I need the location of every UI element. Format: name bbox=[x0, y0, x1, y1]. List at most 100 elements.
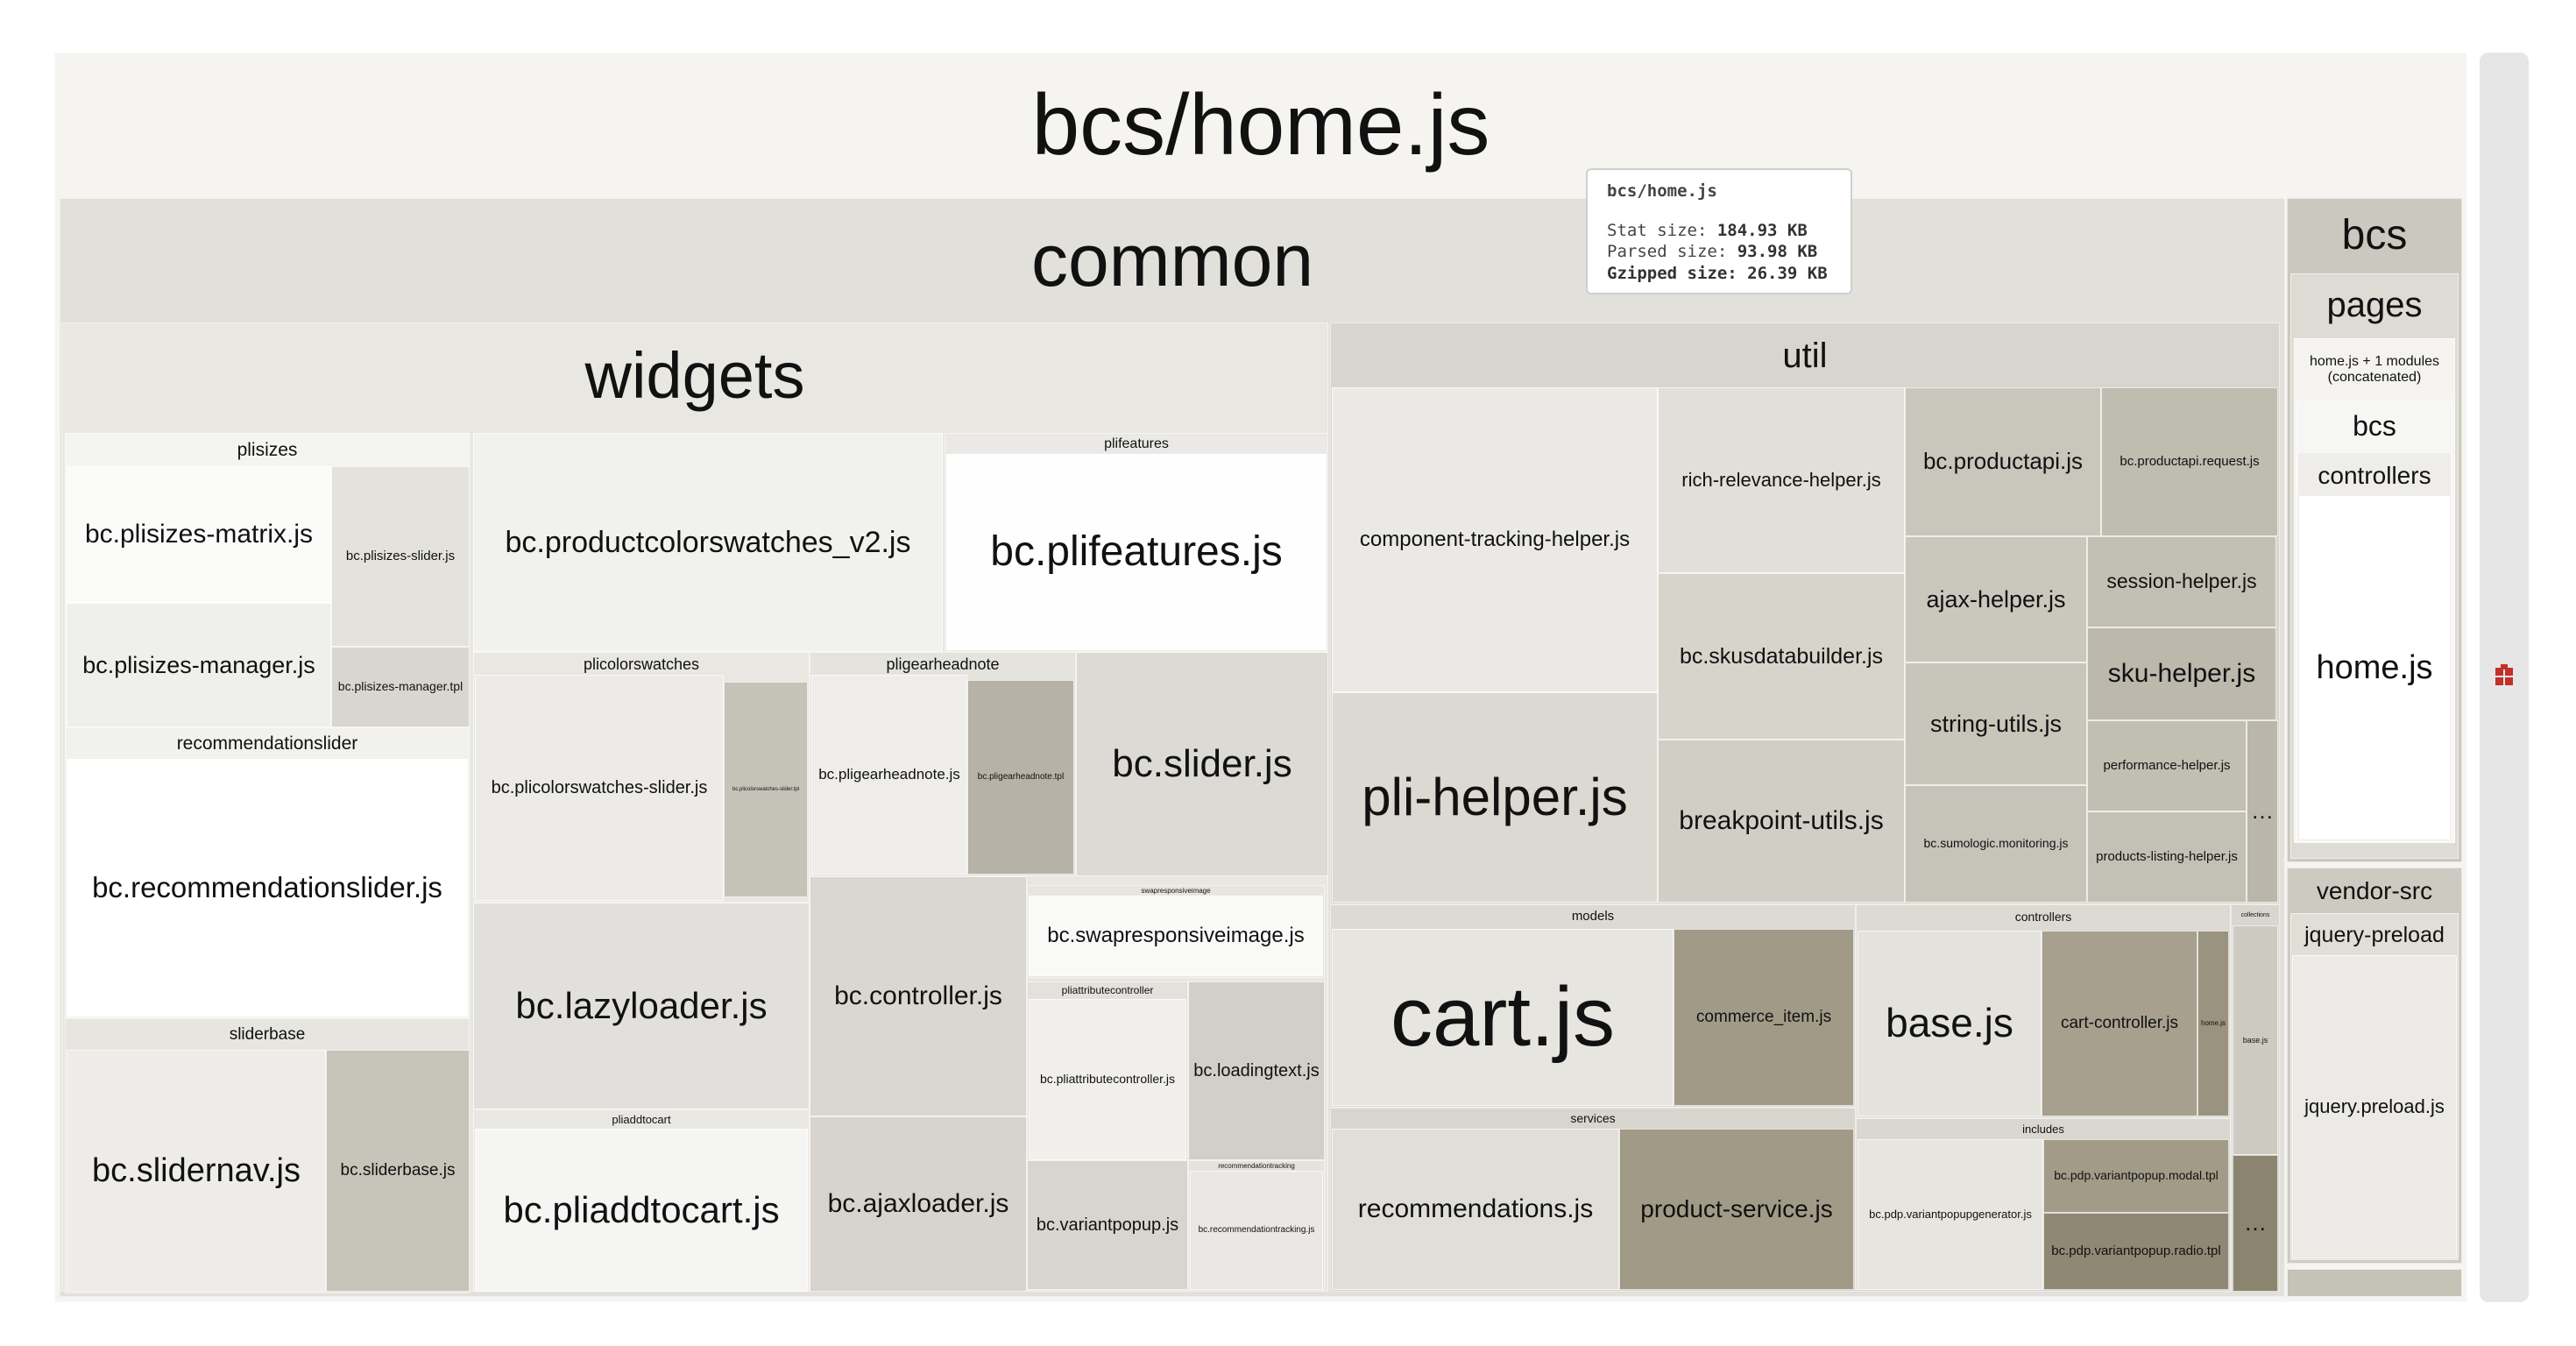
module-label: string-utils.js bbox=[1929, 710, 2063, 737]
treemap-module-pli-helper-js[interactable]: pli-helper.js bbox=[1332, 692, 1658, 903]
treemap-module-performance-helper-js[interactable]: performance-helper.js bbox=[2087, 720, 2247, 811]
treemap-module-bc-sumologic-monitoring-js[interactable]: bc.sumologic.monitoring.js bbox=[1905, 785, 2087, 903]
treemap-group-label: home.js + 1 modules (concatenated) bbox=[2309, 354, 2440, 385]
module-label: breakpoint-utils.js bbox=[1679, 806, 1884, 836]
treemap-module-string-utils-js[interactable]: string-utils.js bbox=[1905, 662, 2087, 785]
treemap-module-base-js[interactable]: base.js bbox=[1858, 931, 2042, 1116]
treemap-module-bc-pdp-variantpopupgenerator-js[interactable]: bc.pdp.variantpopupgenerator.js bbox=[1858, 1139, 2043, 1290]
treemap-module-product-service-js[interactable]: product-service.js bbox=[1619, 1129, 1854, 1290]
treemap-module-jquery-preload-js[interactable]: jquery.preload.js bbox=[2292, 955, 2457, 1258]
treemap-module-bc-slider-js[interactable]: bc.slider.js bbox=[1076, 652, 1328, 876]
module-label: bc.plisizes-matrix.js bbox=[84, 520, 314, 549]
module-label: bc.sumologic.monitoring.js bbox=[1923, 836, 2069, 851]
treemap-module-cart-js[interactable]: cart.js bbox=[1332, 929, 1674, 1106]
treemap-group-label: jquery-preload bbox=[2304, 923, 2445, 947]
treemap-module-ellipsis[interactable]: … bbox=[2247, 720, 2278, 903]
treemap-module-bc-productapi-js[interactable]: bc.productapi.js bbox=[1905, 387, 2101, 536]
treemap-module-bc-pligearheadnote-js[interactable]: bc.pligearheadnote.js bbox=[811, 675, 967, 875]
module-label: bc.slider.js bbox=[1112, 742, 1292, 786]
treemap-module-rich-relevance-helper-js[interactable]: rich-relevance-helper.js bbox=[1658, 387, 1905, 573]
treemap-module-bc-slidernav-js[interactable]: bc.slidernav.js bbox=[67, 1050, 326, 1292]
size-tooltip: bcs/home.js Stat size: 184.93 KB Parsed … bbox=[1586, 168, 1852, 294]
sidebar-panel-toggle[interactable] bbox=[2480, 53, 2529, 1302]
module-label: bc.pdp.variantpopup.modal.tpl bbox=[2054, 1168, 2219, 1183]
treemap-module-bc-plisizes-manager-tpl[interactable]: bc.plisizes-manager.tpl bbox=[331, 647, 470, 727]
module-label: bc.sliderbase.js bbox=[340, 1161, 456, 1180]
module-label: jquery.preload.js bbox=[2304, 1095, 2445, 1117]
treemap-group-label: recommendationtracking bbox=[1218, 1161, 1295, 1170]
treemap-module-session-helper-js[interactable]: session-helper.js bbox=[2087, 536, 2276, 627]
treemap-module-recommendations-js[interactable]: recommendations.js bbox=[1332, 1129, 1619, 1290]
treemap-group-label: includes bbox=[2022, 1122, 2064, 1136]
treemap-module-bc-loadingtext-js[interactable]: bc.loadingtext.js bbox=[1188, 981, 1325, 1160]
treemap-module-bc-lazyloader-js[interactable]: bc.lazyloader.js bbox=[473, 903, 810, 1109]
module-label: bc.loadingtext.js bbox=[1193, 1060, 1320, 1080]
treemap-module-home-js[interactable]: home.js bbox=[2197, 931, 2229, 1116]
treemap-group-label: plifeatures bbox=[1104, 436, 1169, 452]
treemap-group-label: pages bbox=[2326, 285, 2423, 324]
module-label: bc.pligearheadnote.tpl bbox=[977, 772, 1065, 783]
module-label: bc.productapi.request.js bbox=[2120, 453, 2260, 469]
treemap-module-bc-plicolorswatches-slider-js[interactable]: bc.plicolorswatches-slider.js bbox=[475, 675, 724, 901]
treemap-module-multi-babel-polyfill-bcs-pages-home[interactable]: multi @babel/polyfill ./bcs/pages/home bbox=[2287, 1269, 2462, 1297]
module-label: bc.ajaxloader.js bbox=[827, 1189, 1009, 1219]
module-label: bc.controller.js bbox=[834, 981, 1002, 1011]
puzzle-icon[interactable] bbox=[2494, 662, 2515, 689]
tooltip-stat-size: Stat size: 184.93 KB bbox=[1607, 220, 1808, 240]
treemap-group-label: sliderbase bbox=[229, 1025, 306, 1045]
treemap-group-label: widgets bbox=[584, 338, 805, 412]
treemap-module-home-js[interactable]: home.js bbox=[2299, 496, 2450, 839]
treemap-module-bc-recommendationtracking-js[interactable]: bc.recommendationtracking.js bbox=[1190, 1171, 1323, 1290]
module-label: bc.plisizes-slider.js bbox=[345, 548, 456, 563]
treemap-group-label: controllers bbox=[2014, 910, 2072, 924]
treemap-module-bc-pdp-variantpopup-modal-tpl[interactable]: bc.pdp.variantpopup.modal.tpl bbox=[2043, 1139, 2229, 1213]
treemap-module-ellipsis[interactable]: … bbox=[2233, 1155, 2278, 1292]
treemap-group-label: util bbox=[1782, 336, 1828, 375]
treemap-group-label: services bbox=[1570, 1111, 1616, 1126]
module-label: bc.pdp.variantpopupgenerator.js bbox=[1869, 1207, 2032, 1221]
treemap-module-bc-pligearheadnote-tpl[interactable]: bc.pligearheadnote.tpl bbox=[967, 680, 1074, 875]
treemap-group-label: bcs bbox=[2341, 212, 2408, 259]
module-label: bc.slidernav.js bbox=[92, 1151, 301, 1189]
module-label: performance-helper.js bbox=[2103, 757, 2231, 773]
module-label: bc.plicolorswatches-slider.js bbox=[491, 777, 708, 797]
treemap-module-bc-productapi-request-js[interactable]: bc.productapi.request.js bbox=[2101, 387, 2278, 536]
treemap-module-base-js[interactable]: base.js bbox=[2233, 925, 2278, 1155]
module-label: bc.recommendationtracking.js bbox=[1198, 1225, 1315, 1236]
treemap-module-bc-plisizes-matrix-js[interactable]: bc.plisizes-matrix.js bbox=[67, 466, 331, 603]
module-label: bc.plicolorswatches-slider.tpl bbox=[732, 786, 800, 792]
module-label: cart-controller.js bbox=[2060, 1014, 2179, 1033]
treemap-module-bc-recommendationslider-js[interactable]: bc.recommendationslider.js bbox=[67, 759, 468, 1017]
treemap-module-bc-plisizes-slider-js[interactable]: bc.plisizes-slider.js bbox=[331, 466, 470, 647]
treemap-module-bc-controller-js[interactable]: bc.controller.js bbox=[810, 876, 1027, 1116]
treemap-module-breakpoint-utils-js[interactable]: breakpoint-utils.js bbox=[1658, 740, 1905, 903]
treemap-module-sku-helper-js[interactable]: sku-helper.js bbox=[2087, 627, 2276, 720]
treemap-module-products-listing-helper-js[interactable]: products-listing-helper.js bbox=[2087, 811, 2247, 903]
treemap-module-bc-pdp-variantpopup-radio-tpl[interactable]: bc.pdp.variantpopup.radio.tpl bbox=[2043, 1213, 2229, 1290]
treemap-module-ajax-helper-js[interactable]: ajax-helper.js bbox=[1905, 536, 2087, 662]
treemap-module-bc-variantpopup-js[interactable]: bc.variantpopup.js bbox=[1027, 1160, 1188, 1290]
tooltip-parsed-size: Parsed size: 93.98 KB bbox=[1607, 242, 1818, 262]
module-label: commerce_item.js bbox=[1695, 1008, 1832, 1027]
treemap-module-commerce-item-js[interactable]: commerce_item.js bbox=[1674, 929, 1854, 1106]
treemap-module-bc-plicolorswatches-slider-tpl[interactable]: bc.plicolorswatches-slider.tpl bbox=[724, 682, 808, 897]
module-label: products-listing-helper.js bbox=[2096, 848, 2238, 864]
treemap-module-bc-swapresponsiveimage-js[interactable]: bc.swapresponsiveimage.js bbox=[1029, 896, 1323, 976]
treemap-group-label: plisizes bbox=[237, 440, 298, 461]
treemap-module-bc-plisizes-manager-js[interactable]: bc.plisizes-manager.js bbox=[67, 603, 331, 727]
treemap-module-bc-productcolorswatches-v2-js[interactable]: bc.productcolorswatches_v2.js bbox=[473, 433, 943, 652]
treemap-module-bc-sliderbase-js[interactable]: bc.sliderbase.js bbox=[326, 1050, 470, 1292]
treemap-module-bc-pliattributecontroller-js[interactable]: bc.pliattributecontroller.js bbox=[1029, 999, 1186, 1160]
treemap-module-component-tracking-helper-js[interactable]: component-tracking-helper.js bbox=[1332, 387, 1658, 692]
treemap-module-bc-skusdatabuilder-js[interactable]: bc.skusdatabuilder.js bbox=[1658, 573, 1905, 740]
treemap-module-bc-ajaxloader-js[interactable]: bc.ajaxloader.js bbox=[810, 1116, 1027, 1292]
module-label: home.js bbox=[2316, 648, 2433, 686]
module-label: component-tracking-helper.js bbox=[1359, 527, 1631, 551]
treemap-module-bc-plifeatures-js[interactable]: bc.plifeatures.js bbox=[946, 454, 1327, 650]
treemap-group-label: pliaddtocart bbox=[612, 1112, 671, 1126]
module-label: bc.productcolorswatches_v2.js bbox=[505, 525, 911, 559]
module-label: bc.productapi.js bbox=[1922, 448, 2084, 475]
treemap-module-bc-pliaddtocart-js[interactable]: bc.pliaddtocart.js bbox=[475, 1129, 808, 1292]
treemap-module-cart-controller-js[interactable]: cart-controller.js bbox=[2042, 931, 2197, 1116]
